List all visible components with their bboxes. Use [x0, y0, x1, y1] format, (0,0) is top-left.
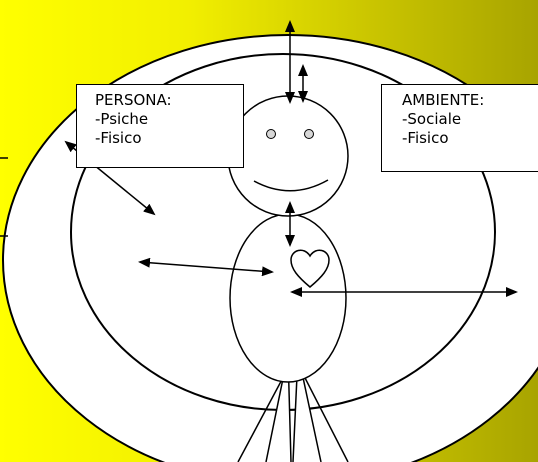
head-circle	[228, 96, 348, 216]
right-eye	[305, 130, 314, 139]
persona-item-psiche: -Psiche	[95, 110, 243, 129]
ambiente-item-sociale: -Sociale	[402, 110, 538, 129]
left-eye	[267, 130, 276, 139]
persona-item-fisico: -Fisico	[95, 129, 243, 148]
ambiente-title: AMBIENTE:	[402, 91, 538, 110]
persona-box: PERSONA: -Psiche -Fisico	[76, 84, 244, 168]
persona-title: PERSONA:	[95, 91, 243, 110]
body-ellipse	[230, 214, 346, 382]
ambiente-box: AMBIENTE: -Sociale -Fisico	[381, 84, 538, 172]
ambiente-item-fisico: -Fisico	[402, 129, 538, 148]
